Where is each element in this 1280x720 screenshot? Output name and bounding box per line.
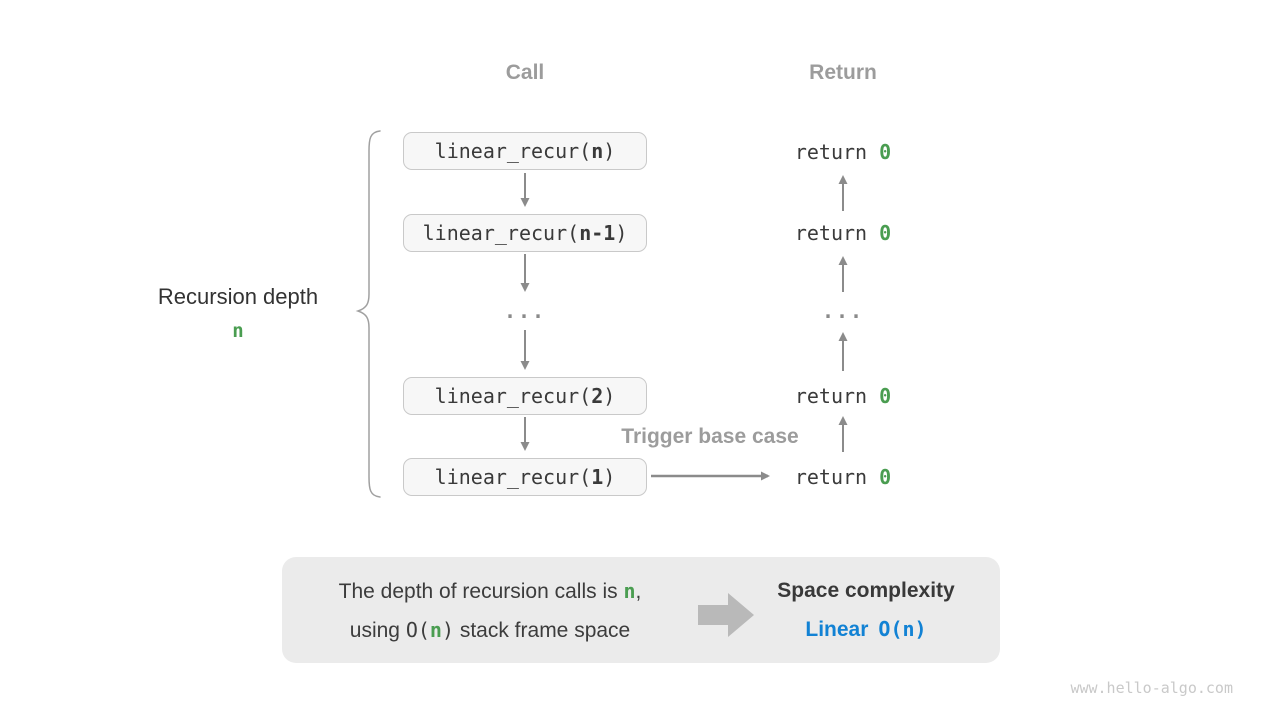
- recursion-depth-brace: [355, 130, 381, 498]
- recursion-depth-text: Recursion depth: [157, 284, 319, 309]
- code-arg: 2: [591, 384, 604, 408]
- summary-panel: The depth of recursion calls is n, using…: [282, 557, 1000, 663]
- summary-explanation: The depth of recursion calls is n, using…: [300, 572, 680, 650]
- return-value: 0: [879, 384, 892, 408]
- code-text: ): [603, 465, 616, 489]
- summary-text: stack frame space: [454, 619, 631, 642]
- complexity-notation: O(n): [878, 617, 927, 641]
- return-keyword: return: [794, 140, 880, 164]
- code-text: linear_recur(: [434, 465, 592, 489]
- recursion-depth-n: n: [232, 320, 244, 342]
- return-value: 0: [879, 465, 892, 489]
- call-box-1: linear_recur(1): [403, 458, 647, 496]
- return-ellipsis: ...: [821, 299, 865, 323]
- return-statement-3: return 0: [743, 384, 943, 408]
- return-keyword: return: [794, 221, 880, 245]
- summary-text: using: [349, 619, 406, 642]
- code-text: ): [603, 139, 616, 163]
- summary-line-1: The depth of recursion calls is n,: [300, 572, 680, 611]
- recursion-depth-label: Recursion depth n: [118, 283, 358, 342]
- code-arg: n: [591, 139, 604, 163]
- call-ellipsis: ...: [503, 299, 547, 323]
- return-statement-1: return 0: [743, 140, 943, 164]
- summary-text: ,: [635, 580, 642, 603]
- trigger-base-case-label: Trigger base case: [621, 425, 799, 448]
- return-value: 0: [879, 140, 892, 164]
- code-text: linear_recur(: [434, 139, 592, 163]
- return-keyword: return: [794, 465, 880, 489]
- summary-line-2: using O(n) stack frame space: [300, 611, 680, 650]
- call-box-n: linear_recur(n): [403, 132, 647, 170]
- space-complexity-value: Linear O(n): [756, 610, 976, 649]
- call-box-n-minus-1: linear_recur(n-1): [403, 214, 647, 252]
- space-complexity-title: Space complexity: [777, 579, 955, 602]
- code-text: linear_recur(: [422, 221, 580, 245]
- return-keyword: return: [794, 384, 880, 408]
- call-box-2: linear_recur(2): [403, 377, 647, 415]
- return-statement-2: return 0: [743, 221, 943, 245]
- big-o-open: O(: [405, 618, 430, 642]
- summary-n: n: [623, 579, 636, 603]
- summary-conclusion: Space complexity Linear O(n): [756, 572, 976, 649]
- summary-text: The depth of recursion calls is: [338, 580, 624, 603]
- code-text: ): [615, 221, 628, 245]
- complexity-class: Linear: [805, 618, 869, 641]
- watermark: www.hello-algo.com: [1070, 679, 1233, 697]
- big-o-close: ): [441, 618, 454, 642]
- code-arg: 1: [591, 465, 604, 489]
- return-column-header: Return: [809, 61, 877, 84]
- return-value: 0: [879, 221, 892, 245]
- call-column-header: Call: [505, 61, 545, 84]
- return-statement-4: return 0: [743, 465, 943, 489]
- code-arg: n-1: [579, 221, 616, 245]
- code-text: ): [603, 384, 616, 408]
- code-text: linear_recur(: [434, 384, 592, 408]
- big-o-arg: n: [429, 618, 442, 642]
